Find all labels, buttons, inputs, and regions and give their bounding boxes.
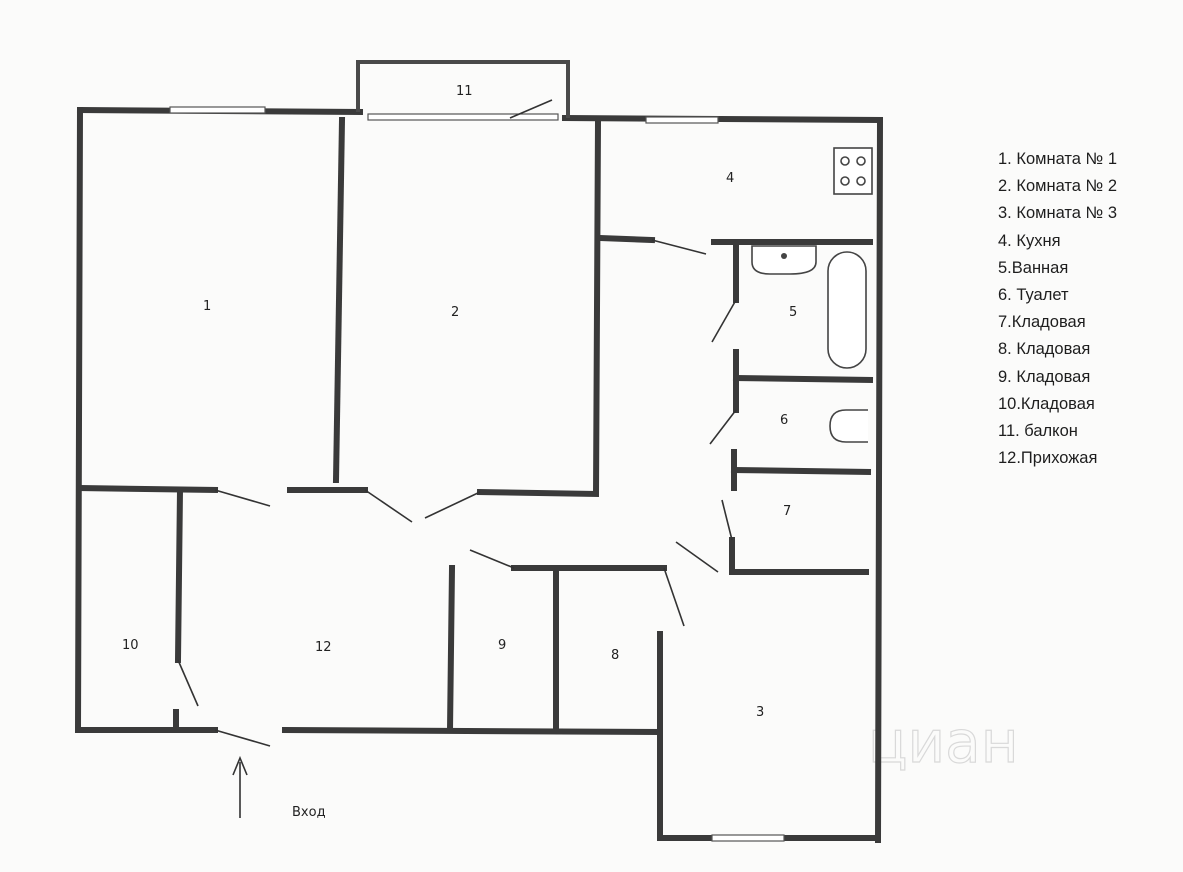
room-label-3: 3 bbox=[756, 705, 764, 720]
toilet-icon bbox=[829, 409, 868, 443]
legend-item: 5.Ванная bbox=[998, 258, 1069, 277]
window bbox=[169, 106, 266, 114]
room-labels: 1 2 3 4 5 6 7 8 9 10 11 12 bbox=[122, 84, 797, 720]
legend-item: 3. Комната № 3 bbox=[998, 204, 1117, 223]
room-label-11: 11 bbox=[456, 84, 473, 99]
legend-item: 10.Кладовая bbox=[998, 394, 1095, 413]
entrance-label: Вход bbox=[292, 805, 326, 820]
window bbox=[645, 116, 719, 124]
window bbox=[367, 113, 559, 121]
sink-icon bbox=[751, 245, 817, 275]
room-label-4: 4 bbox=[726, 171, 734, 186]
stove-icon bbox=[833, 147, 873, 195]
legend-item: 4. Кухня bbox=[998, 231, 1061, 250]
room-label-7: 7 bbox=[783, 504, 791, 519]
room-label-5: 5 bbox=[789, 305, 797, 320]
legend-item: 9. Кладовая bbox=[998, 367, 1091, 386]
legend-item: 11. балкон bbox=[998, 422, 1078, 441]
legend-item: 8. Кладовая bbox=[998, 340, 1091, 359]
bathtub-icon bbox=[827, 251, 867, 369]
doors bbox=[177, 99, 737, 747]
legend-item: 6. Туалет bbox=[998, 286, 1069, 305]
legend-item: 12.Прихожая bbox=[998, 449, 1098, 468]
room-legend: 1. Комната № 1 2. Комната № 2 3. Комната… bbox=[998, 146, 1117, 472]
window bbox=[711, 834, 785, 842]
room-label-10: 10 bbox=[122, 638, 139, 653]
legend-item: 7.Кладовая bbox=[998, 313, 1086, 332]
room-label-2: 2 bbox=[451, 305, 459, 320]
room-label-6: 6 bbox=[780, 413, 788, 428]
legend-item: 2. Комната № 2 bbox=[998, 177, 1117, 196]
legend-item: 1. Комната № 1 bbox=[998, 150, 1117, 168]
entrance-arrow-icon bbox=[232, 755, 248, 818]
watermark: циан bbox=[868, 708, 1019, 776]
windows bbox=[169, 106, 785, 842]
room-label-12: 12 bbox=[315, 640, 332, 655]
room-label-8: 8 bbox=[611, 648, 619, 663]
room-label-1: 1 bbox=[203, 299, 211, 314]
room-label-9: 9 bbox=[498, 638, 506, 653]
walls bbox=[74, 60, 884, 844]
